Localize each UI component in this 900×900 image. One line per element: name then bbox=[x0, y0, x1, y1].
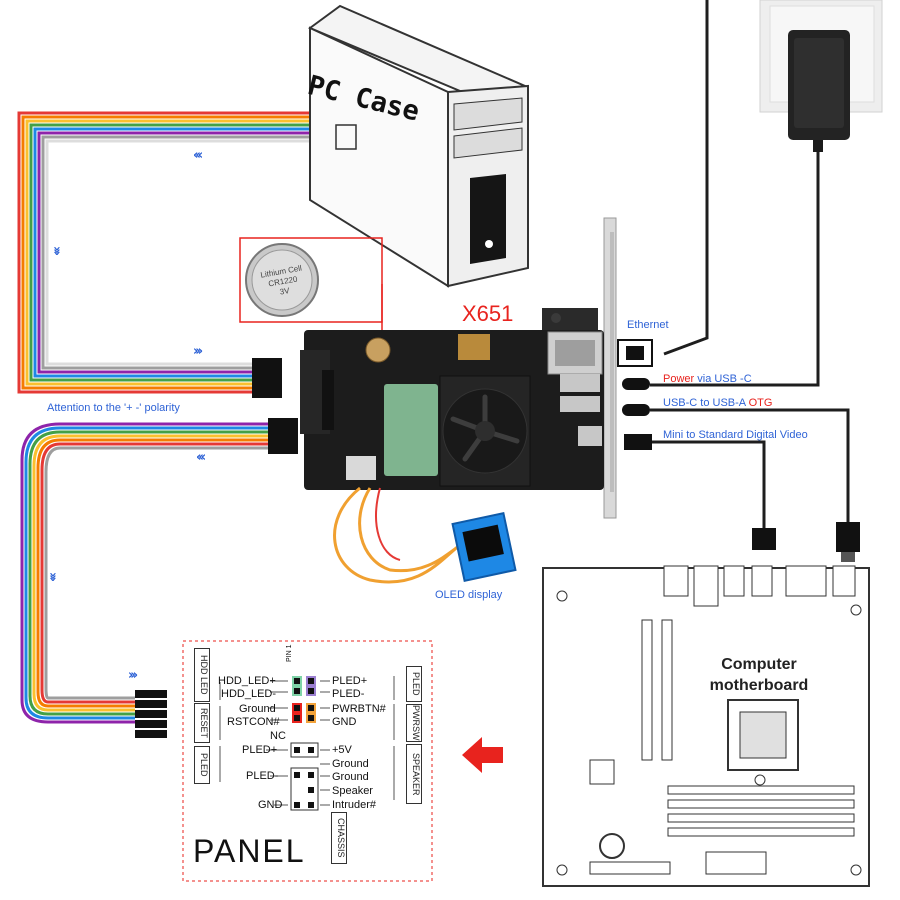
pin-speaker: Speaker bbox=[332, 785, 373, 797]
power-label-prefix: Power bbox=[663, 373, 695, 385]
hdmi-plug-icon bbox=[624, 434, 776, 550]
usb-c-plug-icon bbox=[622, 378, 850, 525]
pin-ground-right-2: Ground bbox=[332, 771, 369, 783]
pin-intruder: Intruder# bbox=[332, 799, 377, 811]
pin-pled-plus-left: PLED+ bbox=[242, 744, 278, 756]
usbc-label-otg: OTG bbox=[748, 397, 773, 409]
pin-gnd-left: GND bbox=[258, 799, 283, 811]
group-pwrsw: PWRSW bbox=[406, 704, 422, 742]
pin-pled-minus-right: PLED- bbox=[332, 688, 365, 700]
panel-title: PANEL bbox=[193, 833, 306, 869]
pin-pled-plus-right: PLED+ bbox=[332, 675, 368, 687]
pin-ground-left: Ground bbox=[239, 703, 276, 715]
usb-a-plug-icon bbox=[836, 522, 860, 562]
group-hdd-led: HDD LED bbox=[194, 648, 210, 702]
ethernet-label: Ethernet bbox=[627, 319, 669, 331]
group-reset: RESET bbox=[194, 703, 210, 743]
ribbon-cable-top bbox=[17, 111, 318, 394]
pin-pled-minus-left: PLED- bbox=[246, 770, 279, 782]
pin1-label: PIN 1 bbox=[286, 644, 293, 662]
oled-label: OLED display bbox=[435, 589, 503, 601]
group-pled-right: PLED bbox=[406, 666, 422, 702]
x651-board bbox=[300, 308, 604, 490]
mini-video-label: Mini to Standard Digital Video bbox=[663, 429, 808, 441]
pin-hdd-led-minus: HDD_LED- bbox=[221, 688, 277, 700]
pin-gnd-right: GND bbox=[332, 716, 357, 728]
coin-cell-icon bbox=[239, 237, 383, 340]
group-pled-left: PLED bbox=[194, 746, 210, 784]
power-label: Power via USB -C bbox=[663, 373, 752, 385]
chevron-arrows-icon: ‹‹‹ bbox=[193, 148, 203, 163]
ribbon-cable-bottom bbox=[20, 422, 270, 724]
red-arrow-left-icon bbox=[462, 737, 503, 773]
pin-5v: +5V bbox=[332, 744, 352, 756]
chevron-arrows-icon: ››› bbox=[128, 668, 138, 683]
board-title: X651 bbox=[462, 301, 514, 326]
motherboard-illustration bbox=[542, 565, 870, 887]
group-speaker: SPEAKER bbox=[406, 744, 422, 804]
chevron-arrows-icon: ‹‹‹ bbox=[196, 450, 206, 465]
usbc-label-prefix: USB-C to USB-A bbox=[663, 397, 749, 409]
panel-end-connectors bbox=[135, 690, 167, 738]
group-chassis: CHASSIS bbox=[331, 812, 347, 864]
pc-case-illustration bbox=[307, 4, 529, 288]
polarity-note: Attention to the '+ -' polarity bbox=[47, 402, 180, 414]
oled-display-icon bbox=[451, 512, 517, 582]
pin-rstcon: RSTCON# bbox=[227, 716, 280, 728]
pin-ground-right-1: Ground bbox=[332, 758, 369, 770]
chevron-arrows-icon: ››› bbox=[193, 344, 203, 359]
pin-pwrbtn: PWRBTN# bbox=[332, 703, 386, 715]
ethernet-plug-icon bbox=[617, 339, 653, 367]
pin-hdd-led-plus: HDD_LED+ bbox=[218, 675, 276, 687]
chevron-arrows-icon: ››› bbox=[49, 245, 65, 254]
motherboard-label: Computer motherboard bbox=[709, 656, 809, 694]
power-label-suffix: via USB -C bbox=[694, 373, 752, 385]
pin-nc: NC bbox=[270, 730, 286, 742]
pin-header-grid bbox=[219, 676, 395, 811]
chevron-arrows-icon: ››› bbox=[45, 571, 61, 580]
usbc-label: USB-C to USB-A OTG bbox=[663, 397, 772, 409]
power-adapter-icon bbox=[650, 0, 883, 387]
